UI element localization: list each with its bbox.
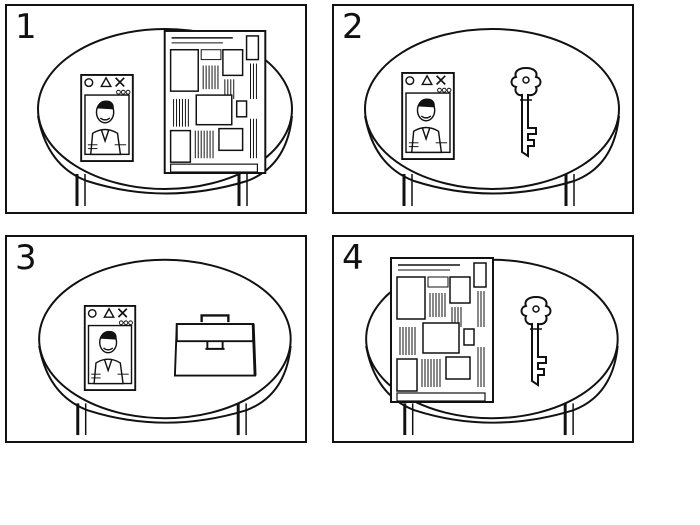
panel-number: 4 [342,238,364,278]
table-illustration [36,27,294,208]
magazine-icon [80,74,134,162]
panel-number: 1 [15,7,37,47]
magazine-icon [401,72,455,160]
newspaper-icon [390,257,494,403]
magazine-icon [83,305,137,391]
panel-number: 2 [342,7,364,47]
panel-number: 3 [15,238,37,278]
table-illustration [363,27,621,208]
panel-3: 3 [5,235,307,443]
panel-2: 2 [332,4,634,214]
table-illustration [364,257,620,437]
newspaper-icon [163,30,267,174]
briefcase-icon [173,313,257,378]
table-illustration [37,258,293,437]
panel-4: 4 [332,235,634,443]
panel-1: 1 [5,4,307,214]
